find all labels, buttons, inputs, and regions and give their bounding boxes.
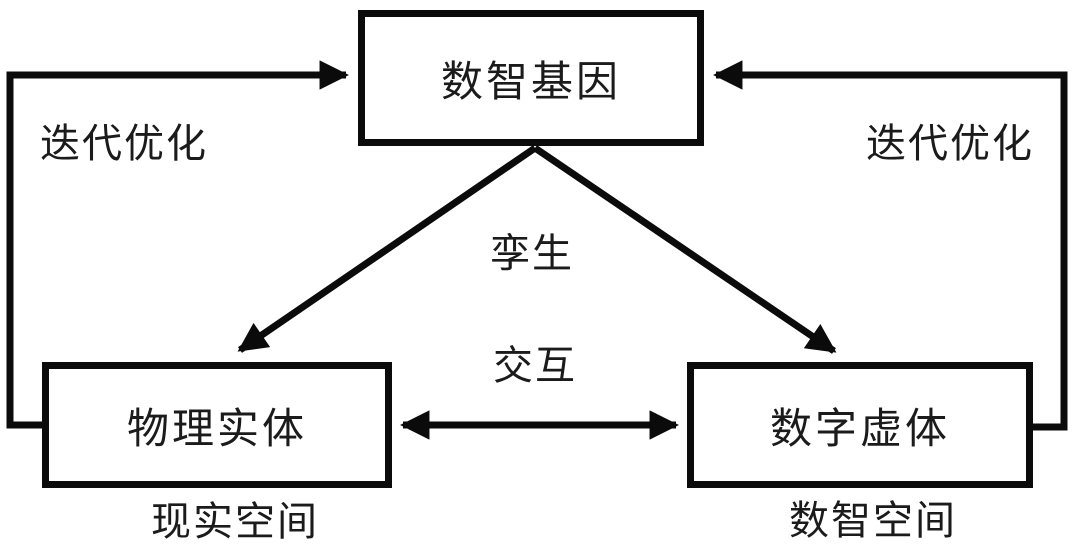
edge-label-interaction: 交互 bbox=[493, 343, 577, 388]
node-digital-virtual: 数字虚体 bbox=[687, 362, 1033, 488]
caption-reality-space: 现实空间 bbox=[151, 499, 319, 544]
edge-label-left-iteration: 迭代优化 bbox=[40, 121, 208, 166]
caption-digital-space: 数智空间 bbox=[789, 498, 957, 543]
edge-label-twin: 孪生 bbox=[490, 231, 574, 276]
node-digital-gene: 数智基因 bbox=[358, 10, 704, 146]
left-feedback-arrow bbox=[6, 60, 349, 429]
right-feedback-arrow bbox=[713, 60, 1068, 431]
node-physical-entity-label: 物理实体 bbox=[126, 406, 307, 453]
twin-right-arrow bbox=[533, 145, 837, 354]
node-digital-gene-label: 数智基因 bbox=[440, 59, 621, 106]
twin-left-arrow bbox=[237, 145, 537, 353]
node-physical-entity: 物理实体 bbox=[42, 362, 392, 488]
edge-label-right-iteration: 迭代优化 bbox=[866, 121, 1034, 166]
node-digital-virtual-label: 数字虚体 bbox=[769, 406, 950, 453]
